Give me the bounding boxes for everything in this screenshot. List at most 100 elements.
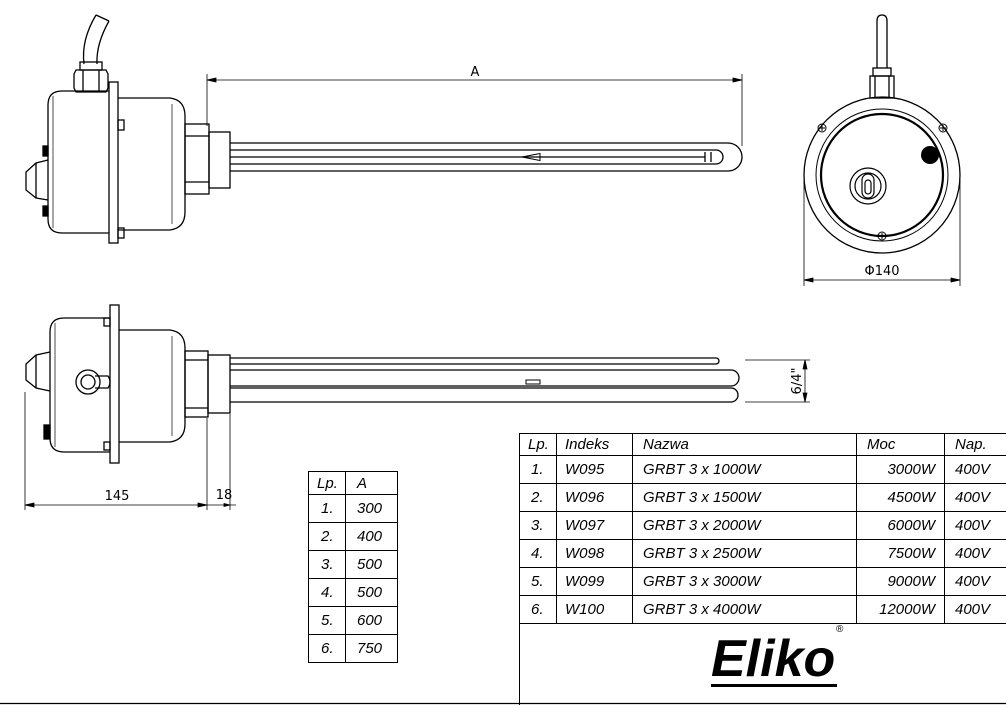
products-cell-voltage: 400V	[944, 483, 1006, 512]
end-view-cable	[869, 14, 895, 99]
table-row: 1. W095 GRBT 3 x 1000W 3000W 400V	[519, 455, 1006, 484]
dimension-a-label: A	[471, 65, 480, 80]
table-row: 6. 750	[308, 634, 398, 663]
table-row: 4. 500	[308, 578, 398, 607]
end-view-indicator-lamp	[921, 146, 939, 164]
products-cell-voltage: 400V	[944, 539, 1006, 568]
products-cell-index: W096	[556, 483, 633, 512]
products-table: Lp. Indeks Nazwa Moc Nap. 1. W095 GRBT 3…	[519, 433, 1006, 705]
lengths-cell-lp: 6.	[308, 634, 346, 663]
side-view-cable	[82, 14, 110, 65]
products-cell-voltage: 400V	[944, 567, 1006, 596]
table-row: 6. W100 GRBT 3 x 4000W 12000W 400V	[519, 595, 1006, 624]
top-view-head-housing	[43, 317, 110, 453]
lengths-table: Lp. A 1. 300 2. 400 3. 500 4. 500 5. 600…	[308, 471, 398, 663]
lengths-cell-a: 300	[345, 494, 398, 523]
products-cell-index: W099	[556, 567, 633, 596]
side-view-threaded-nipple	[184, 123, 231, 195]
table-row: 5. 600	[308, 606, 398, 635]
dimension-diameter	[803, 180, 961, 286]
products-header-lp: Lp.	[519, 433, 557, 456]
dimension-a	[206, 74, 743, 146]
products-cell-power: 9000W	[856, 567, 945, 596]
side-view-cable-gland	[73, 61, 109, 93]
lengths-cell-lp: 4.	[308, 578, 346, 607]
products-cell-name: GRBT 3 x 2000W	[632, 511, 857, 540]
products-cell-name: GRBT 3 x 4000W	[632, 595, 857, 624]
products-cell-index: W100	[556, 595, 633, 624]
lengths-cell-a: 400	[345, 522, 398, 551]
products-cell-power: 4500W	[856, 483, 945, 512]
products-cell-lp: 1.	[519, 455, 557, 484]
dimension-flange-label: 18	[216, 488, 233, 503]
side-view-drawing	[25, 14, 743, 244]
lengths-cell-lp: 5.	[308, 606, 346, 635]
products-cell-index: W097	[556, 511, 633, 540]
products-header-voltage: Nap.	[944, 433, 1006, 456]
side-view-thermostat-knob	[25, 159, 49, 201]
table-row: 3. 500	[308, 550, 398, 579]
top-view-mounting-flange	[103, 304, 120, 464]
products-cell-lp: 6.	[519, 595, 557, 624]
end-view-thermostat-knob	[849, 167, 887, 205]
table-row: 2. W096 GRBT 3 x 1500W 4500W 400V	[519, 483, 1006, 512]
products-cell-power: 6000W	[856, 511, 945, 540]
products-table-header-row: Lp. Indeks Nazwa Moc Nap.	[519, 433, 1006, 456]
lengths-table-header-row: Lp. A	[308, 471, 398, 495]
table-row: 3. W097 GRBT 3 x 2000W 6000W 400V	[519, 511, 1006, 540]
end-view-drawing	[803, 14, 961, 254]
products-cell-voltage: 400V	[944, 455, 1006, 484]
end-view-screws	[817, 123, 948, 241]
lengths-cell-lp: 3.	[308, 550, 346, 579]
lengths-cell-lp: 2.	[308, 522, 346, 551]
dimension-thread	[745, 359, 810, 403]
top-view-threaded-nipple	[184, 350, 231, 418]
lengths-cell-lp: 1.	[308, 494, 346, 523]
products-cell-name: GRBT 3 x 1500W	[632, 483, 857, 512]
company-logo: Eliko ®	[521, 624, 1006, 705]
products-cell-power: 3000W	[856, 455, 945, 484]
products-cell-lp: 2.	[519, 483, 557, 512]
products-header-name: Nazwa	[632, 433, 857, 456]
table-row: 5. W099 GRBT 3 x 3000W 9000W 400V	[519, 567, 1006, 596]
products-cell-power: 7500W	[856, 539, 945, 568]
products-header-index: Indeks	[556, 433, 633, 456]
lengths-cell-a: 500	[345, 550, 398, 579]
top-view-heating-tubes	[230, 357, 740, 403]
logo-wordmark: Eliko	[711, 630, 838, 688]
lengths-cell-a: 750	[345, 634, 398, 663]
top-view-drawing	[25, 304, 740, 464]
products-cell-lp: 3.	[519, 511, 557, 540]
top-view-side-knob	[25, 351, 51, 392]
lengths-header-a: A	[345, 471, 398, 495]
products-cell-lp: 5.	[519, 567, 557, 596]
top-view-base-housing	[119, 329, 186, 443]
lengths-header-lp: Lp.	[308, 471, 346, 495]
dimension-thread-label: 6/4"	[790, 368, 805, 395]
lengths-cell-a: 500	[345, 578, 398, 607]
dimension-body-length	[24, 392, 236, 510]
products-cell-lp: 4.	[519, 539, 557, 568]
side-view-heating-tubes	[230, 142, 743, 172]
lengths-cell-a: 600	[345, 606, 398, 635]
products-cell-power: 12000W	[856, 595, 945, 624]
products-cell-name: GRBT 3 x 2500W	[632, 539, 857, 568]
dimension-body-length-label: 145	[105, 489, 130, 504]
registered-mark: ®	[836, 624, 844, 635]
products-cell-index: W095	[556, 455, 633, 484]
products-cell-index: W098	[556, 539, 633, 568]
products-cell-name: GRBT 3 x 3000W	[632, 567, 857, 596]
side-view-mounting-flange	[108, 81, 125, 244]
table-row: 1. 300	[308, 494, 398, 523]
side-view-base-housing	[118, 97, 186, 231]
products-cell-voltage: 400V	[944, 511, 1006, 540]
products-cell-name: GRBT 3 x 1000W	[632, 455, 857, 484]
end-view-inner-ring	[815, 108, 949, 242]
products-cell-voltage: 400V	[944, 595, 1006, 624]
table-row: 4. W098 GRBT 3 x 2500W 7500W 400V	[519, 539, 1006, 568]
side-view-head-housing	[42, 90, 109, 234]
end-view-flange-outline	[803, 96, 961, 254]
products-header-power: Moc	[856, 433, 945, 456]
